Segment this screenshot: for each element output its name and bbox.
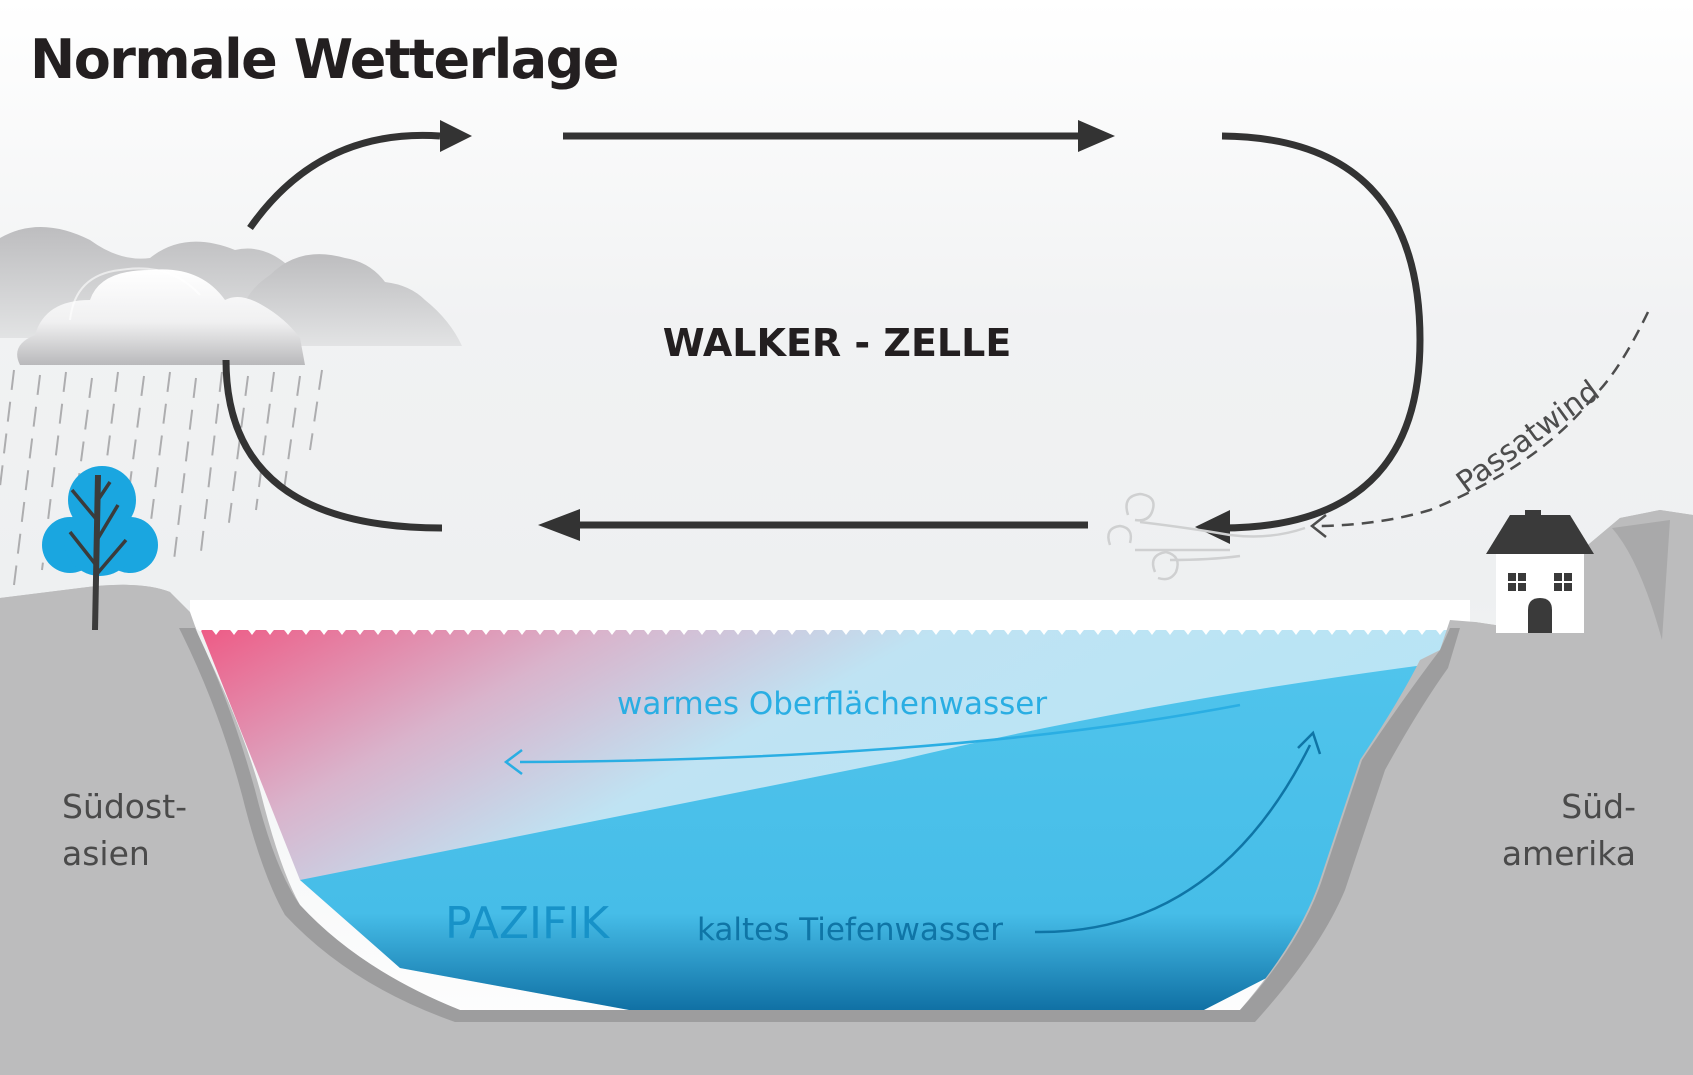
warm-water-flow-arrow — [503, 703, 1241, 775]
south-america-label-line2: amerika — [1502, 834, 1636, 873]
rain-cloud-icon — [0, 226, 462, 365]
arrowhead-icon — [440, 120, 472, 152]
wind-swirl-icon — [1107, 492, 1306, 581]
warm-water-label: warmes Oberflächenwasser — [617, 686, 1047, 722]
rising-arc-arrow — [247, 131, 441, 231]
descending-arc-arrow — [1221, 132, 1424, 532]
rain-streaks — [0, 369, 323, 586]
south-america-label-line1: Süd- — [1561, 787, 1636, 826]
surface-band — [190, 600, 1470, 628]
house-icon — [1486, 510, 1594, 633]
southeast-asia-label-line2: asien — [62, 834, 150, 873]
return-arc — [222, 359, 443, 532]
cold-water-label: kaltes Tiefenwasser — [697, 912, 1003, 948]
arrowhead-icon — [538, 509, 580, 541]
walker-cell-label: WALKER - ZELLE — [663, 321, 1012, 365]
cold-water-upwelling-arrow — [1034, 730, 1322, 934]
arrowheads — [440, 120, 1230, 544]
tree-icon — [42, 466, 158, 631]
arrowhead-icon — [1078, 120, 1115, 152]
mountain-shade — [1612, 520, 1670, 640]
ocean-label: PAZIFIK — [445, 898, 610, 949]
arrowhead-icon — [1195, 510, 1230, 544]
walker-cell-circulation — [222, 131, 1424, 532]
diagram-title: Normale Wetterlage — [30, 28, 618, 91]
deep-cold-water — [300, 660, 1462, 1012]
trade-wind-arrow — [1309, 311, 1650, 538]
southeast-asia-label-line1: Südost- — [62, 787, 187, 826]
